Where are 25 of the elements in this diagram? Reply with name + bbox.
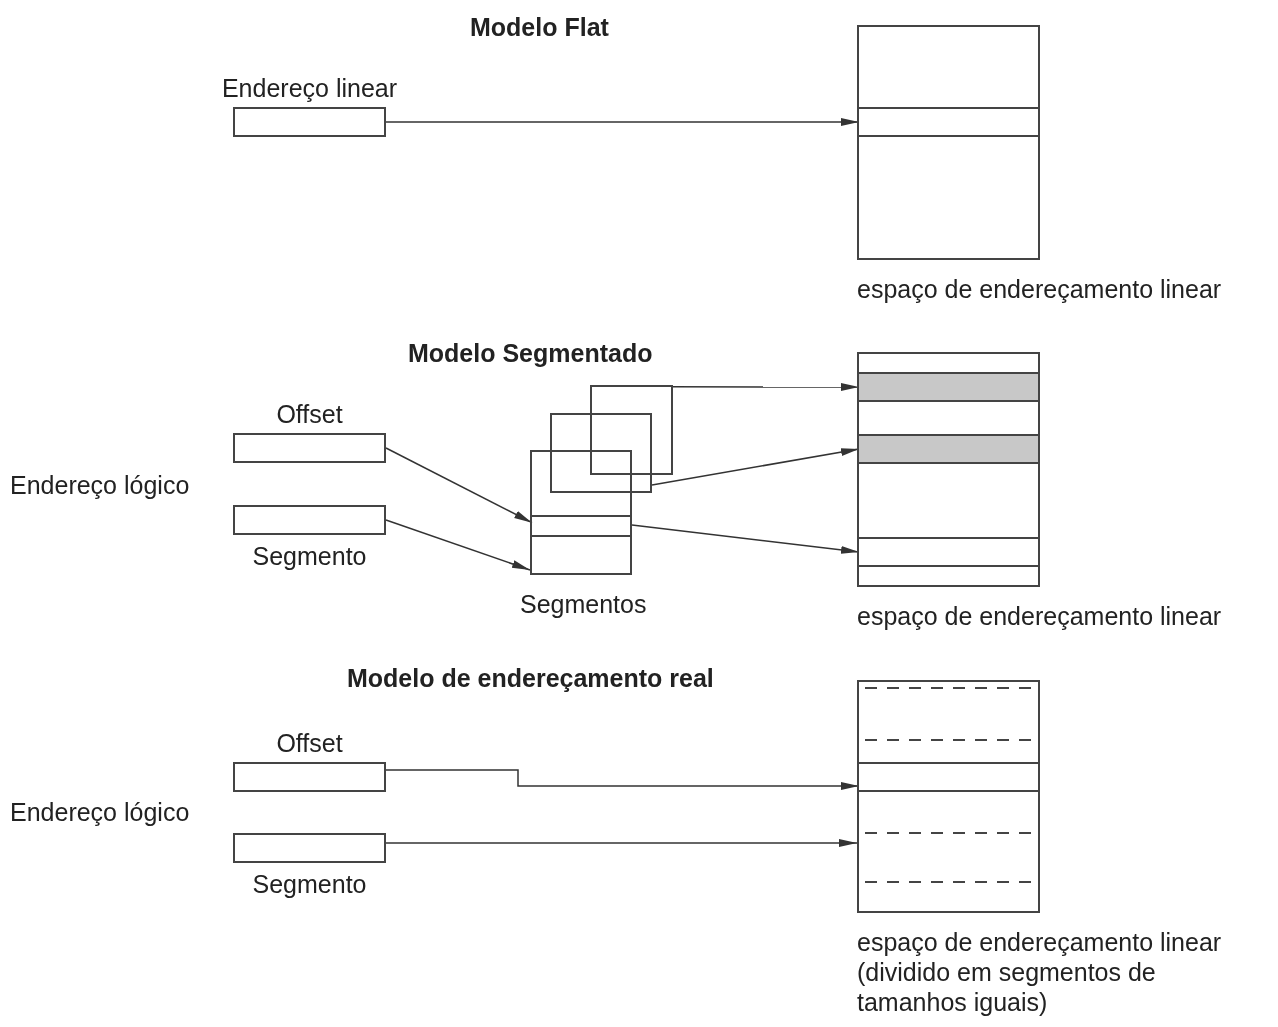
section-heading: Modelo de endereçamento real: [347, 663, 714, 693]
memory-band: [859, 434, 1038, 464]
section-heading: Modelo Flat: [470, 12, 609, 42]
node-label: espaço de endereçamento linear: [857, 601, 1223, 631]
segment-frame: [590, 385, 673, 475]
register-label: Offset: [275, 728, 344, 758]
memory-band: [859, 107, 1038, 137]
arrow: [385, 519, 531, 571]
address-label: Endereço lógico: [10, 470, 190, 500]
register-label: Endereço linear: [220, 73, 399, 103]
register-label: Segmento: [251, 541, 368, 571]
node-label: Segmentos: [520, 589, 648, 619]
memory-band: [532, 515, 630, 537]
memory-band: [859, 537, 1038, 567]
section-heading: Modelo Segmentado: [408, 338, 653, 368]
node-label: espaço de endereçamento linear (dividido em segmentos de tamanhos iguais): [857, 927, 1223, 1017]
memory-band: [859, 762, 1038, 792]
arrow: [385, 839, 858, 848]
node-label: espaço de endereçamento linear: [857, 274, 1223, 304]
register-label: Segmento: [251, 869, 368, 899]
memory-band: [859, 372, 1038, 402]
address-label: Endereço lógico: [10, 797, 190, 827]
segment-frame: [550, 413, 652, 493]
register-label: Offset: [275, 399, 344, 429]
arrow: [385, 447, 533, 524]
